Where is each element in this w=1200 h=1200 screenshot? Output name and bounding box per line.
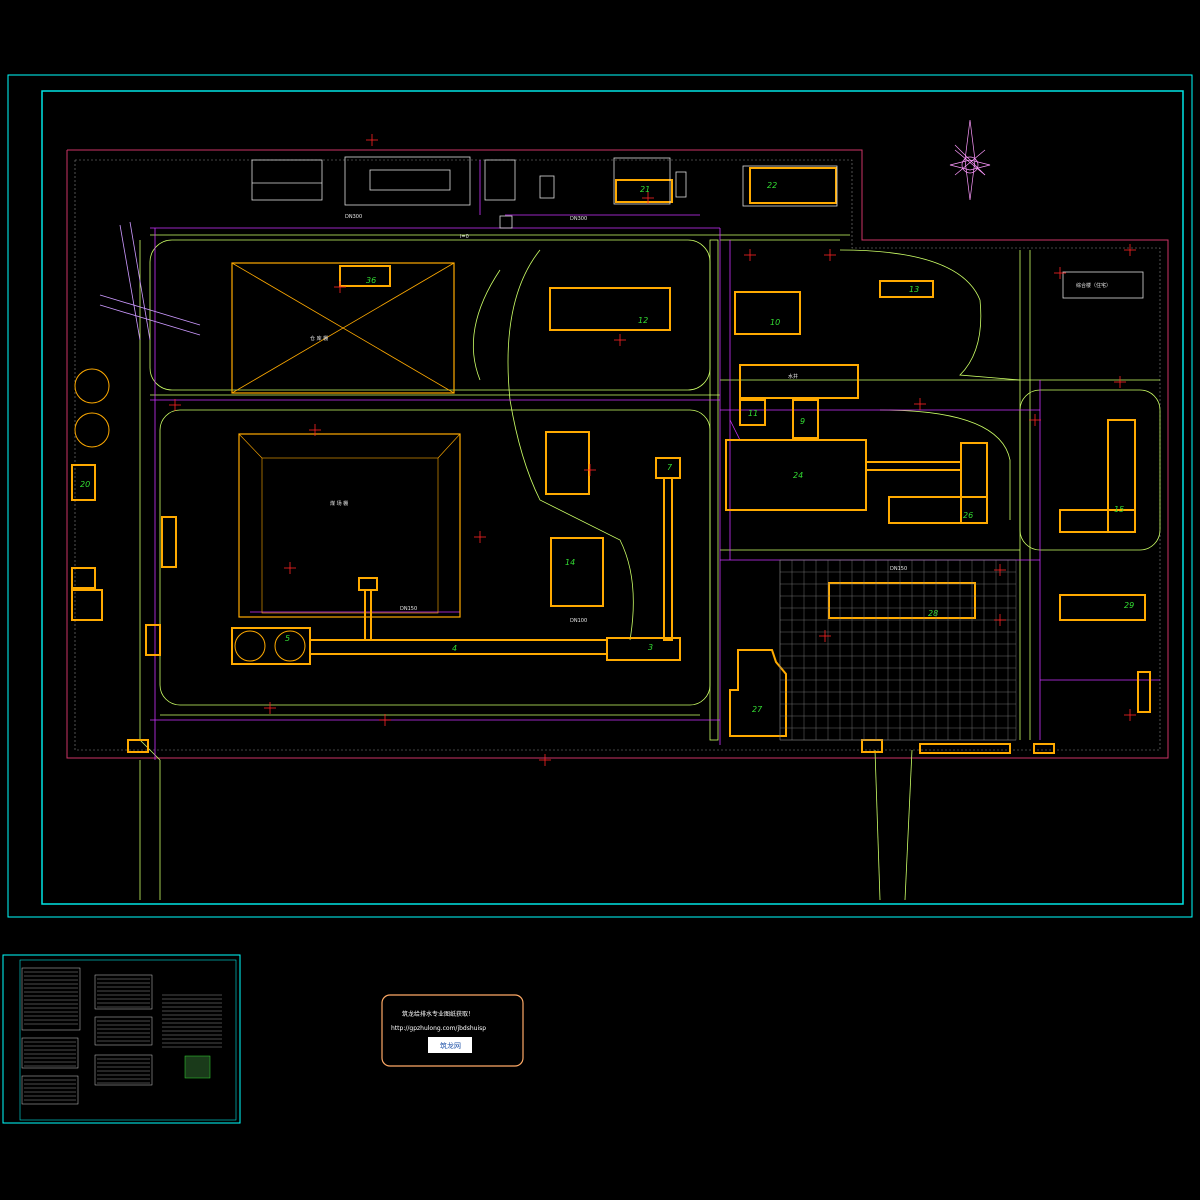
svg-text:21: 21 [640, 185, 650, 194]
svg-text:36: 36 [366, 276, 376, 285]
building-numbers: 36 12 10 13 11 9 24 26 15 14 7 3 4 5 28 … [80, 181, 1134, 714]
pipe-label-dn300-b: DN300 [570, 216, 587, 222]
well-label: 水井 [788, 373, 798, 380]
pipe-label-dn100: DN100 [570, 618, 587, 624]
svg-text:5: 5 [285, 634, 290, 643]
stockpile-yard-label: 仓 库 棚 [310, 335, 328, 342]
watermark-title: 筑龙给排水专业图纸获取！ [402, 1010, 474, 1018]
svg-text:27: 27 [752, 705, 763, 714]
svg-text:11: 11 [748, 409, 758, 418]
watermark-block: 筑龙给排水专业图纸获取！ http://gpzhulong.com/jbdshu… [381, 994, 524, 1067]
tanks [74, 368, 306, 662]
slope-label: i=0 [460, 234, 469, 240]
site-boundary [66, 149, 1169, 759]
svg-text:7: 7 [667, 463, 673, 472]
svg-text:9: 9 [800, 417, 805, 426]
svg-text:12: 12 [638, 316, 648, 325]
coal-yard: 煤 场 棚 [238, 433, 461, 618]
intake-pipe [99, 221, 201, 341]
legend-sheet [2, 954, 241, 1124]
paving-grid-lines [779, 559, 1016, 741]
svg-text:26: 26 [963, 511, 973, 520]
svg-text:29: 29 [1124, 601, 1134, 610]
coal-yard-label: 煤 场 棚 [330, 500, 348, 507]
svg-text:3: 3 [648, 643, 653, 652]
stockpile-yard: 仓 库 棚 [231, 262, 455, 394]
office-label: 综合楼（住宅） [1076, 282, 1111, 289]
elevation-markers [169, 134, 1136, 766]
svg-text:28: 28 [928, 609, 938, 618]
top-structures [251, 156, 1144, 299]
watermark-url: http://gpzhulong.com/jbdshuisp [391, 1025, 486, 1032]
pipe-label-dn150-b: DN150 [890, 566, 907, 572]
paving-grid [779, 559, 1017, 741]
buildings [71, 167, 1151, 754]
legend-text-lines [24, 971, 222, 1101]
svg-text:10: 10 [770, 318, 780, 327]
inner-frame [41, 90, 1184, 905]
svg-text:14: 14 [565, 558, 575, 567]
svg-text:24: 24 [793, 471, 803, 480]
svg-text:15: 15 [1114, 505, 1124, 514]
pipe-label-dn300: DN300 [345, 214, 362, 220]
watermark-logo: 筑龙网 [440, 1041, 461, 1050]
north-arrow-icon [949, 119, 991, 201]
svg-text:4: 4 [452, 644, 457, 653]
road-network [139, 234, 1161, 901]
svg-text:22: 22 [767, 181, 777, 190]
svg-text:13: 13 [909, 285, 919, 294]
outer-frame [7, 74, 1193, 918]
fence-line [74, 159, 1161, 751]
pipe-label-dn150: DN150 [400, 606, 417, 612]
svg-text:20: 20 [80, 480, 90, 489]
